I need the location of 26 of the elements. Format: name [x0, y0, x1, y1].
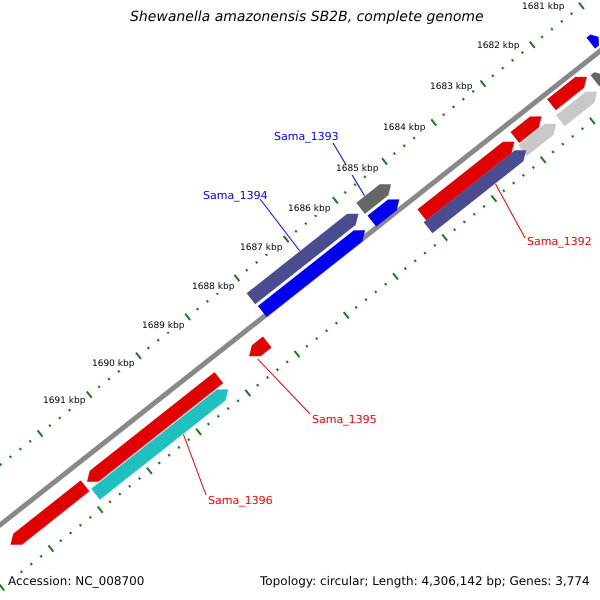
title: Shewanella amazonensis SB2B, complete genome: [130, 10, 484, 26]
scale-label: 1688 kbp: [192, 283, 234, 293]
leader-line: [260, 198, 300, 252]
gene-bar: [424, 150, 526, 234]
gene-label: Sama_1392: [527, 236, 592, 248]
scale-label: 1683 kbp: [430, 83, 472, 93]
leader-line: [257, 358, 310, 414]
scale-label: 1690 kbp: [92, 360, 134, 370]
scale-label: 1685 kbp: [336, 165, 378, 175]
scale-label: 1687 kbp: [240, 244, 282, 254]
footer-note: Topology: circular; Length: 4,306,142 bp; Genes: 3,774: [260, 575, 590, 588]
gene-bar: [249, 336, 272, 356]
gene-label: Sama_1393: [274, 131, 339, 144]
gene-label: Sama_1394: [203, 190, 268, 202]
scale-label: 1689 kbp: [142, 322, 184, 332]
gene-bar: [356, 184, 392, 214]
scale-label: 1691 kbp: [43, 397, 86, 407]
leader-line: [182, 434, 206, 496]
gene-label: Sama_1396: [208, 495, 273, 508]
gene-label: Sama_1395: [312, 414, 377, 426]
leader-line: [495, 184, 526, 238]
scale-label: 1686 kbp: [288, 205, 330, 215]
scale-label: 1682 kbp: [477, 42, 520, 52]
footer-note: Accession: NC_008700: [8, 575, 144, 588]
scale-label: 1684 kbp: [383, 124, 426, 134]
scale-label: 1681 kbp: [522, 3, 564, 13]
